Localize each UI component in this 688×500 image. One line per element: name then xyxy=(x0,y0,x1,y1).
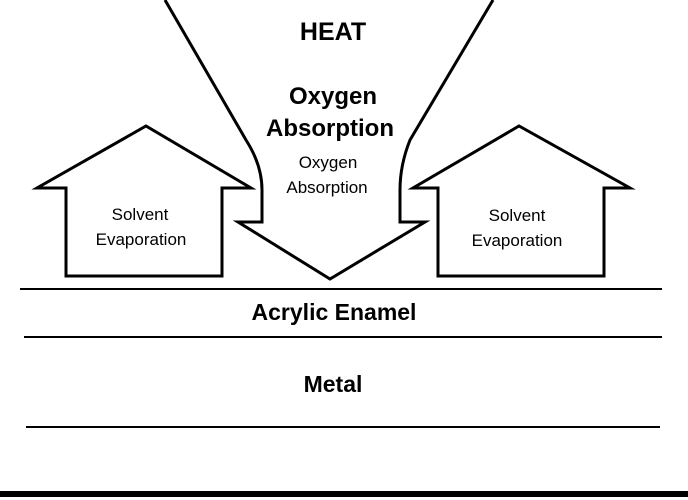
left-solvent-label: Solvent xyxy=(112,205,169,224)
oxygen-absorption-label-line1: Oxygen xyxy=(289,83,377,110)
right-evaporation-label: Evaporation xyxy=(472,231,563,250)
heat-funnel-arrow xyxy=(163,0,495,281)
right-solvent-label: Solvent xyxy=(489,206,546,225)
left-evaporation-label: Evaporation xyxy=(96,230,187,249)
oxygen-absorption-small-line2: Absorption xyxy=(286,178,367,197)
metal-label: Metal xyxy=(304,371,363,397)
oxygen-absorption-label-line2: Absorption xyxy=(266,115,394,142)
right-evaporation-arrow xyxy=(407,124,636,278)
oxygen-absorption-small-line1: Oxygen xyxy=(299,153,358,172)
left-evaporation-arrow xyxy=(31,124,257,278)
acrylic-enamel-label: Acrylic Enamel xyxy=(252,299,417,325)
heat-label: HEAT xyxy=(300,18,366,46)
